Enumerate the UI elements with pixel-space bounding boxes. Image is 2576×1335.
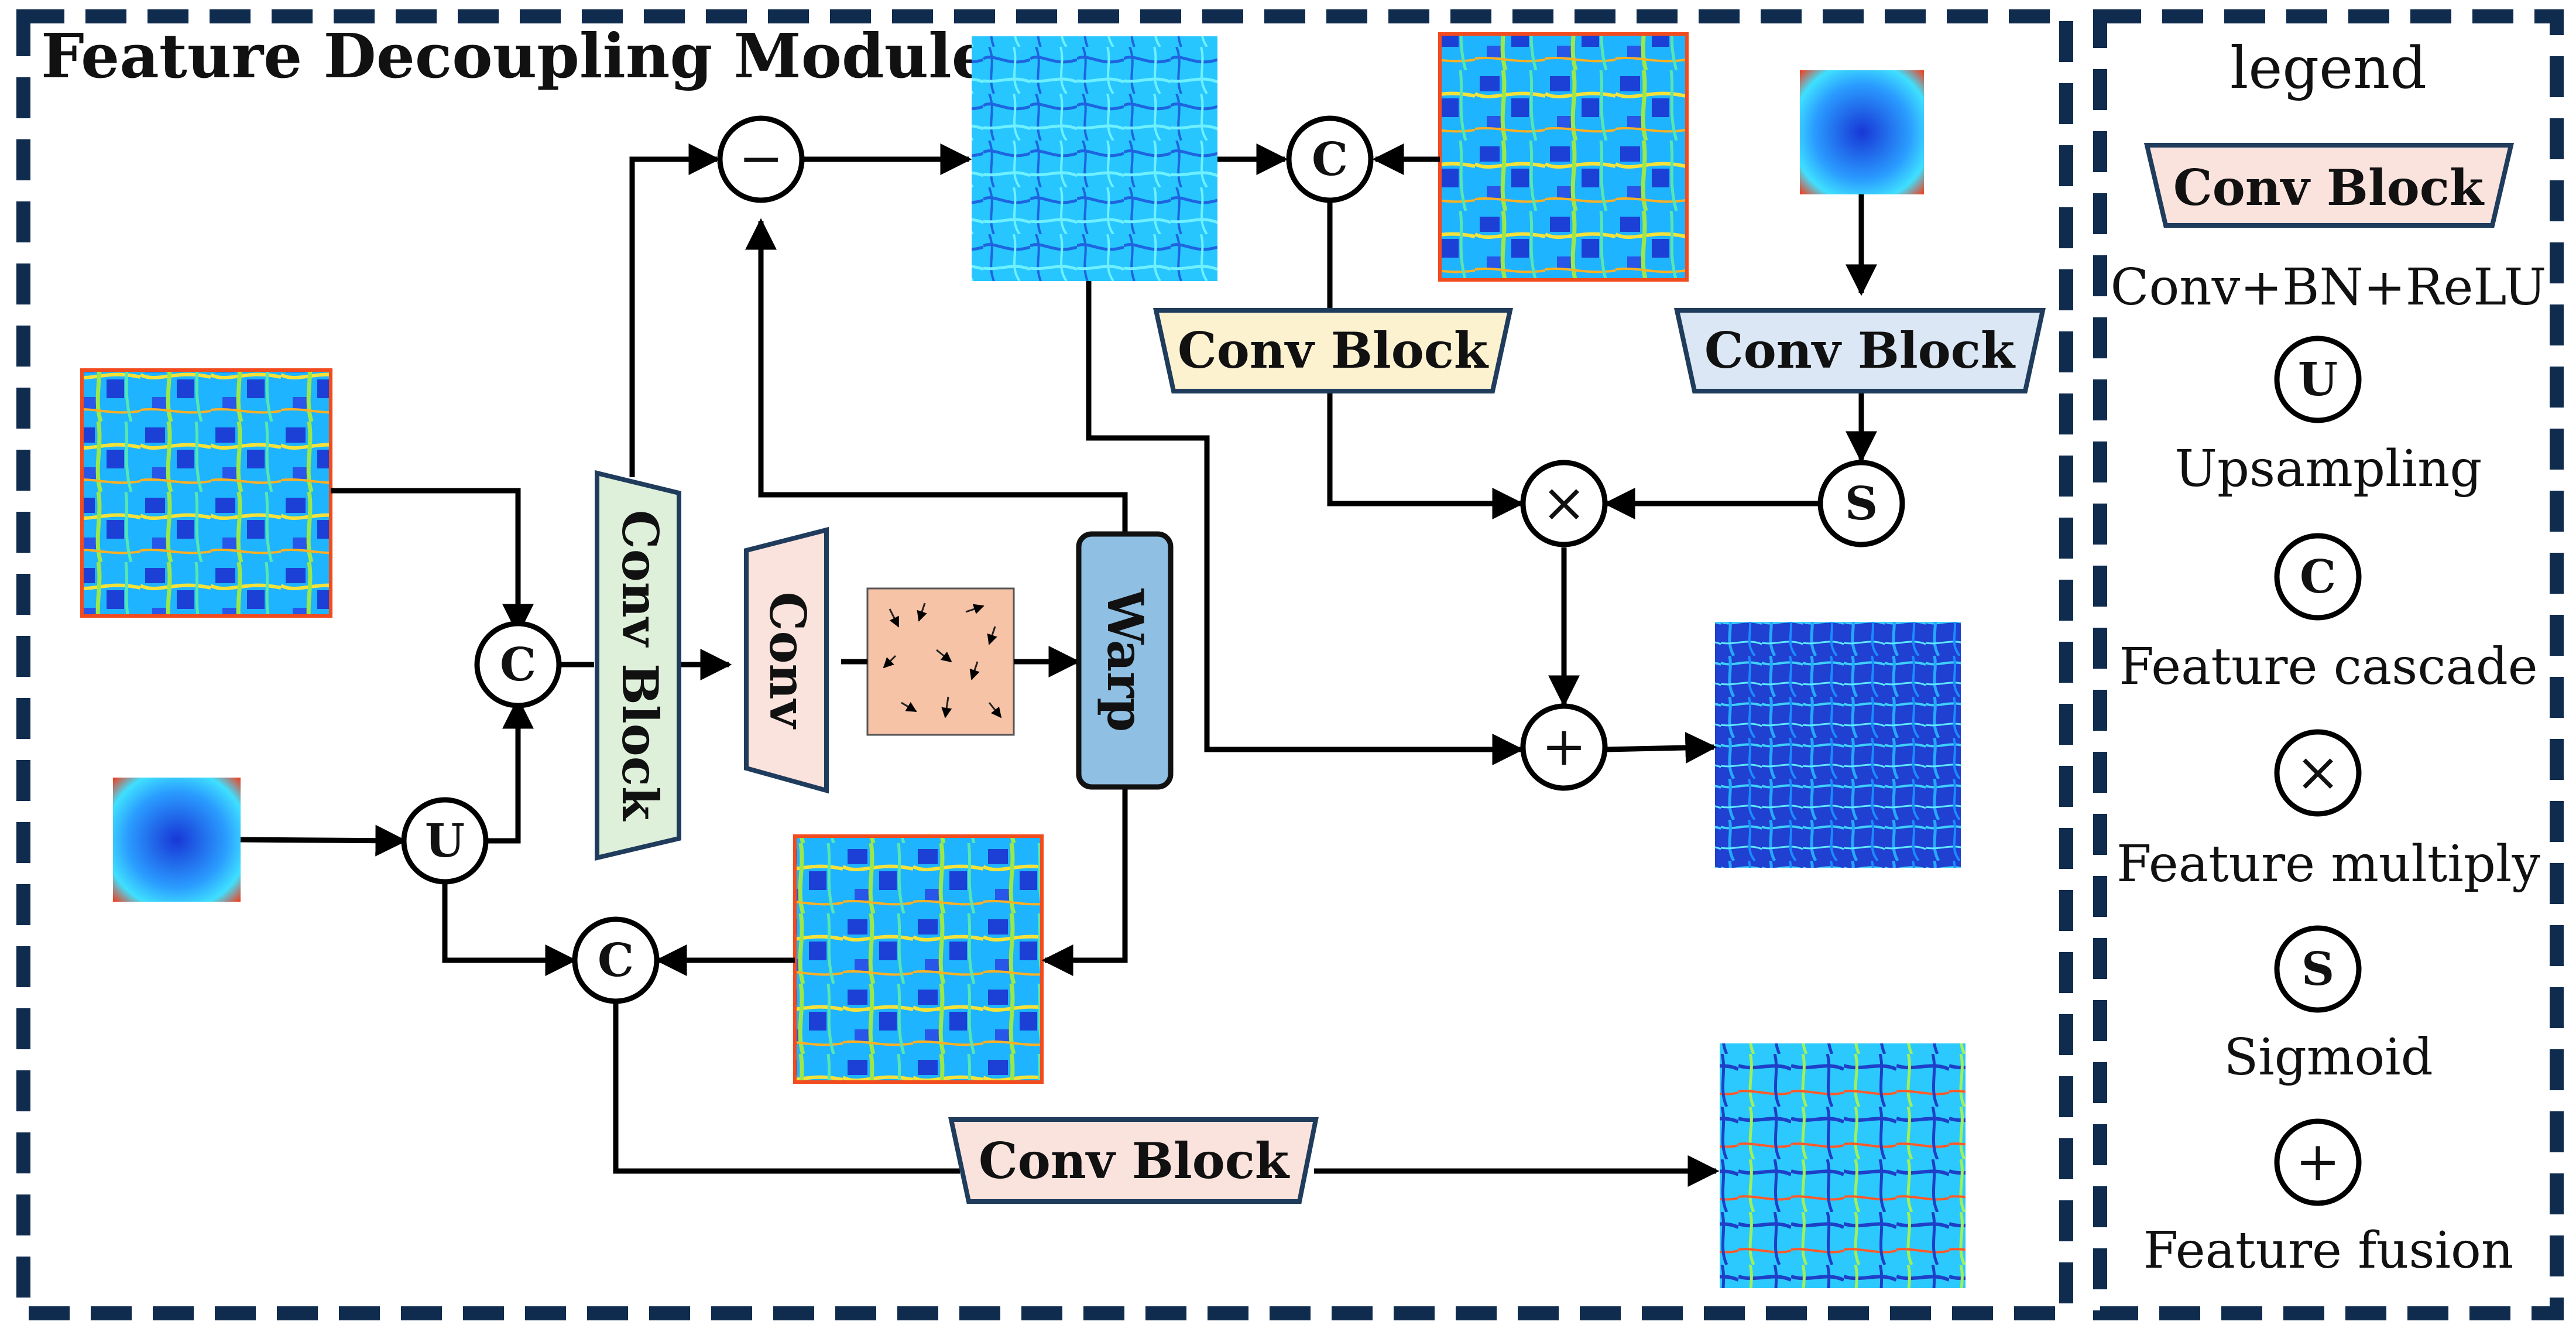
legend-fusion-icon: + [2274, 1118, 2362, 1206]
sigmoid-node: S [1817, 460, 1905, 547]
conv-block-bottom: Conv Block [948, 1117, 1319, 1204]
legend-fusion-desc: Feature fusion [2143, 1221, 2513, 1280]
conv-block-bottom-label: Conv Block [979, 1132, 1290, 1190]
legend-conv-block: Conv Block [2143, 143, 2515, 228]
legend-sigmoid-icon: S [2274, 925, 2362, 1013]
conv-block-green-label: Conv Block [611, 510, 669, 821]
output-feature-map-bottom [1720, 1043, 1966, 1288]
feature-map-difference [972, 36, 1217, 281]
feature-map-small-top [1800, 70, 1924, 194]
conv-block-yellow-label: Conv Block [1178, 321, 1489, 379]
legend-cascade-icon: C [2274, 533, 2362, 621]
legend: legend Conv Block Conv+BN+ReLU U Upsampl… [2111, 35, 2547, 1280]
legend-frame [2093, 9, 2564, 1320]
feature-map-top-right [1438, 32, 1689, 282]
concat-node-2: C [1286, 115, 1374, 203]
svg-text:+: + [1541, 715, 1586, 778]
svg-text:C: C [598, 934, 634, 987]
input-feature-map-small [113, 778, 241, 902]
svg-text:S: S [2301, 943, 2334, 996]
svg-text:C: C [2300, 550, 2336, 604]
conv-pink-label: Conv [759, 592, 817, 730]
svg-text:C: C [500, 638, 536, 692]
svg-text:×: × [1541, 471, 1586, 534]
svg-text:Conv Block: Conv Block [2173, 159, 2485, 217]
legend-upsampling-desc: Upsampling [2175, 440, 2482, 498]
legend-conv-block-desc: Conv+BN+ReLU [2111, 258, 2547, 317]
warp-label: Warp [1096, 588, 1154, 732]
legend-sigmoid-desc: Sigmoid [2224, 1028, 2433, 1087]
upsample-node: U [401, 797, 489, 885]
flow-field-map [866, 587, 1015, 736]
warp-block: Warp [1076, 531, 1174, 790]
svg-text:U: U [425, 814, 465, 868]
output-feature-map-fused [1715, 622, 1961, 868]
connector-lines [240, 143, 1877, 1187]
legend-cascade-desc: Feature cascade [2119, 638, 2537, 696]
svg-text:C: C [1312, 133, 1348, 186]
svg-text:+: + [2295, 1130, 2340, 1193]
svg-text:×: × [2295, 741, 2340, 803]
input-feature-map-large [80, 368, 332, 618]
conv-block-blue-label: Conv Block [1704, 321, 2016, 379]
subtract-node: − [717, 115, 805, 203]
fusion-node: + [1520, 703, 1608, 791]
module-frame [16, 9, 2073, 1320]
svg-text:S: S [1845, 477, 1878, 530]
concat-node-3: C [572, 916, 660, 1004]
legend-upsampling-icon: U [2274, 336, 2362, 423]
conv-block-yellow: Conv Block [1153, 308, 1513, 393]
svg-text:−: − [738, 127, 783, 190]
conv-block-green: Conv Block [595, 470, 681, 861]
legend-multiply-icon: × [2274, 729, 2362, 817]
conv-block-blue: Conv Block [1674, 308, 2046, 393]
legend-title: legend [2230, 35, 2427, 102]
legend-multiply-desc: Feature multiply [2117, 835, 2540, 894]
svg-text:U: U [2298, 353, 2338, 406]
feature-map-warped [793, 834, 1044, 1084]
module-title: Feature Decoupling Module [41, 20, 990, 92]
multiply-node: × [1520, 460, 1608, 547]
concat-node-1: C [474, 621, 562, 708]
conv-pink: Conv [744, 526, 829, 794]
